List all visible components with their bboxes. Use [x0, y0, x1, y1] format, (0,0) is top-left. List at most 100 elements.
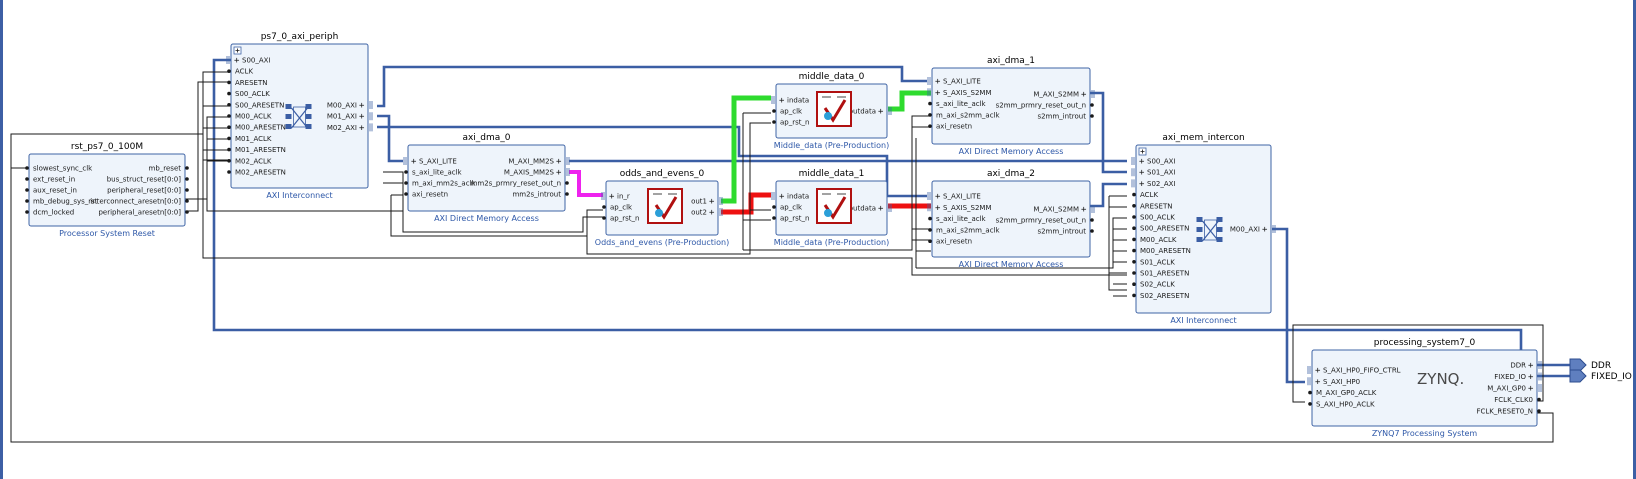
port-m-axi-s2mm[interactable]: +M_AXI_S2MM: [1033, 90, 1095, 100]
port-ap-clk[interactable]: ap_clk: [772, 108, 803, 116]
port-s02-axi[interactable]: +S02_AXI: [1131, 179, 1176, 189]
port-s01-aresetn[interactable]: S01_ARESETN: [1132, 270, 1189, 278]
bus-expand-icon[interactable]: +: [556, 157, 562, 167]
bus-periph-m02-to-dma2[interactable]: [377, 125, 927, 198]
bus-expand-icon[interactable]: +: [1139, 157, 1145, 167]
port-s-axi-lite-aclk[interactable]: s_axi_lite_aclk: [928, 215, 987, 223]
port-indata[interactable]: +indata: [771, 96, 809, 106]
port-out2[interactable]: +out2: [691, 208, 723, 218]
port-s-axi-lite[interactable]: +S_AXI_LITE: [927, 77, 981, 87]
bus-expand-icon[interactable]: +: [411, 157, 417, 167]
bus-expand-icon[interactable]: +: [556, 168, 562, 178]
port-outdata[interactable]: +outdata: [849, 204, 892, 214]
bus-expand-icon[interactable]: +: [878, 107, 884, 117]
port-m00-aclk[interactable]: M00_ACLK: [227, 113, 272, 121]
port-s2mm-prmry-reset-out-n[interactable]: s2mm_prmry_reset_out_n: [996, 102, 1094, 110]
port-m00-aresetn[interactable]: M00_ARESETN: [1132, 247, 1191, 255]
bus-expand-icon[interactable]: +: [1528, 384, 1534, 394]
port-ap-rst-n[interactable]: ap_rst_n: [772, 215, 809, 223]
block-body[interactable]: [1135, 144, 1272, 314]
port-ap-rst-n[interactable]: ap_rst_n: [602, 215, 639, 223]
port-s00-aresetn[interactable]: S00_ARESETN: [227, 101, 284, 109]
bus-expand-icon[interactable]: +: [779, 96, 785, 106]
port-s-axi-hp0-fifo-ctrl[interactable]: +S_AXI_HP0_FIFO_CTRL: [1307, 366, 1401, 376]
block-body[interactable]: [230, 43, 369, 189]
port-s-axis-s2mm[interactable]: +S_AXIS_S2MM: [927, 203, 992, 213]
port-s02-aresetn[interactable]: S02_ARESETN: [1132, 292, 1189, 300]
bus-expand-icon[interactable]: +: [234, 56, 240, 66]
bus-expand-icon[interactable]: +: [359, 101, 365, 111]
port-s00-aresetn[interactable]: S00_ARESETN: [1132, 225, 1189, 233]
port-s2mm-prmry-reset-out-n[interactable]: s2mm_prmry_reset_out_n: [996, 217, 1094, 225]
port-s01-aclk[interactable]: S01_ACLK: [1132, 258, 1175, 266]
bus-expand-icon[interactable]: +: [1139, 168, 1145, 178]
bus-expand-icon[interactable]: +: [1081, 205, 1087, 215]
block-body[interactable]: [1311, 349, 1538, 427]
port-aux-reset-in[interactable]: aux_reset_in: [25, 187, 77, 195]
port-slowest-sync-clk[interactable]: slowest_sync_clk: [25, 165, 93, 173]
bus-expand-icon[interactable]: +: [359, 123, 365, 133]
bus-expand-icon[interactable]: +: [935, 88, 941, 98]
port-s2mm-introut[interactable]: s2mm_introut: [1037, 228, 1094, 236]
bus-expand-icon[interactable]: +: [1139, 179, 1145, 189]
port-out1[interactable]: +out1: [691, 197, 723, 207]
stream-dma0-to-odds[interactable]: [569, 170, 603, 197]
port-s00-axi[interactable]: +S00_AXI: [226, 56, 271, 66]
port-ap-clk[interactable]: ap_clk: [772, 204, 803, 212]
bus-dma2-s2mm-to-mem[interactable]: [1088, 182, 1127, 208]
port-s-axis-s2mm[interactable]: +S_AXIS_S2MM: [927, 88, 992, 98]
bus-periph-m01-to-dma0[interactable]: [377, 114, 403, 163]
bus-expand-icon[interactable]: +: [359, 112, 365, 122]
bus-periph-m00-to-dma1[interactable]: [377, 65, 927, 108]
port-m02-aresetn[interactable]: M02_ARESETN: [227, 169, 286, 177]
port-m-axi-s2mm[interactable]: +M_AXI_S2MM: [1033, 205, 1095, 215]
bus-expand-icon[interactable]: +: [609, 192, 615, 202]
bus-expand-icon[interactable]: +: [935, 77, 941, 87]
port-m00-aclk[interactable]: M00_ACLK: [1132, 236, 1177, 244]
port-ap-rst-n[interactable]: ap_rst_n: [772, 119, 809, 127]
port-in-r[interactable]: +in_r: [601, 192, 630, 202]
port-mm2s-introut[interactable]: mm2s_introut: [512, 191, 569, 199]
port-ddr[interactable]: +DDR: [1510, 361, 1542, 371]
block-body[interactable]: [28, 153, 186, 227]
port-m01-aclk[interactable]: M01_ACLK: [227, 135, 272, 143]
block-body[interactable]: [931, 180, 1091, 258]
port-m-axi-gp0-aclk[interactable]: M_AXI_GP0_ACLK: [1308, 389, 1377, 397]
port-m-axi-mm2s[interactable]: +M_AXI_MM2S: [508, 157, 570, 167]
port-s00-aclk[interactable]: S00_ACLK: [227, 90, 270, 98]
bus-expand-icon[interactable]: +: [1528, 361, 1534, 371]
bus-expand-icon[interactable]: +: [709, 208, 715, 218]
block-body[interactable]: [931, 67, 1091, 145]
port-fclk-clk0[interactable]: FCLK_CLK0: [1494, 396, 1541, 404]
port-aclk[interactable]: ACLK: [227, 68, 253, 76]
port-s00-axi[interactable]: +S00_AXI: [1131, 157, 1176, 167]
port-s01-axi[interactable]: +S01_AXI: [1131, 168, 1176, 178]
port-mb-debug-sys-rst[interactable]: mb_debug_sys_rst: [25, 198, 98, 206]
port-ap-clk[interactable]: ap_clk: [602, 204, 633, 212]
port-m-axi-s2mm-aclk[interactable]: m_axi_s2mm_aclk: [928, 226, 1001, 234]
bus-expand-icon[interactable]: +: [878, 204, 884, 214]
port-s-axi-lite[interactable]: +S_AXI_LITE: [403, 157, 457, 167]
port-peripheral-reset-0-0[interactable]: peripheral_reset[0:0]: [107, 187, 189, 195]
port-m02-axi[interactable]: +M02_AXI: [327, 123, 373, 133]
port-peripheral-aresetn-0-0[interactable]: peripheral_aresetn[0:0]: [98, 209, 189, 217]
port-s-axi-hp0[interactable]: +S_AXI_HP0: [1307, 377, 1360, 387]
bus-dma1-s2mm-to-mem[interactable]: [1088, 91, 1127, 174]
port-aresetn[interactable]: ARESETN: [227, 79, 267, 87]
port-s-axi-lite-aclk[interactable]: s_axi_lite_aclk: [404, 169, 463, 177]
port-interconnect-aresetn-0-0[interactable]: interconnect_aresetn[0:0]: [90, 198, 189, 206]
bus-expand-icon[interactable]: +: [935, 203, 941, 213]
bus-expand-icon[interactable]: +: [1528, 373, 1534, 383]
bus-expand-icon[interactable]: +: [1315, 377, 1321, 387]
port-s-axi-lite-aclk[interactable]: s_axi_lite_aclk: [928, 100, 987, 108]
port-mm2s-prmry-reset-out-n[interactable]: mm2s_prmry_reset_out_n: [471, 180, 569, 188]
port-axi-resetn[interactable]: axi_resetn: [928, 238, 972, 246]
port-m-axi-s2mm-aclk[interactable]: m_axi_s2mm_aclk: [928, 111, 1001, 119]
